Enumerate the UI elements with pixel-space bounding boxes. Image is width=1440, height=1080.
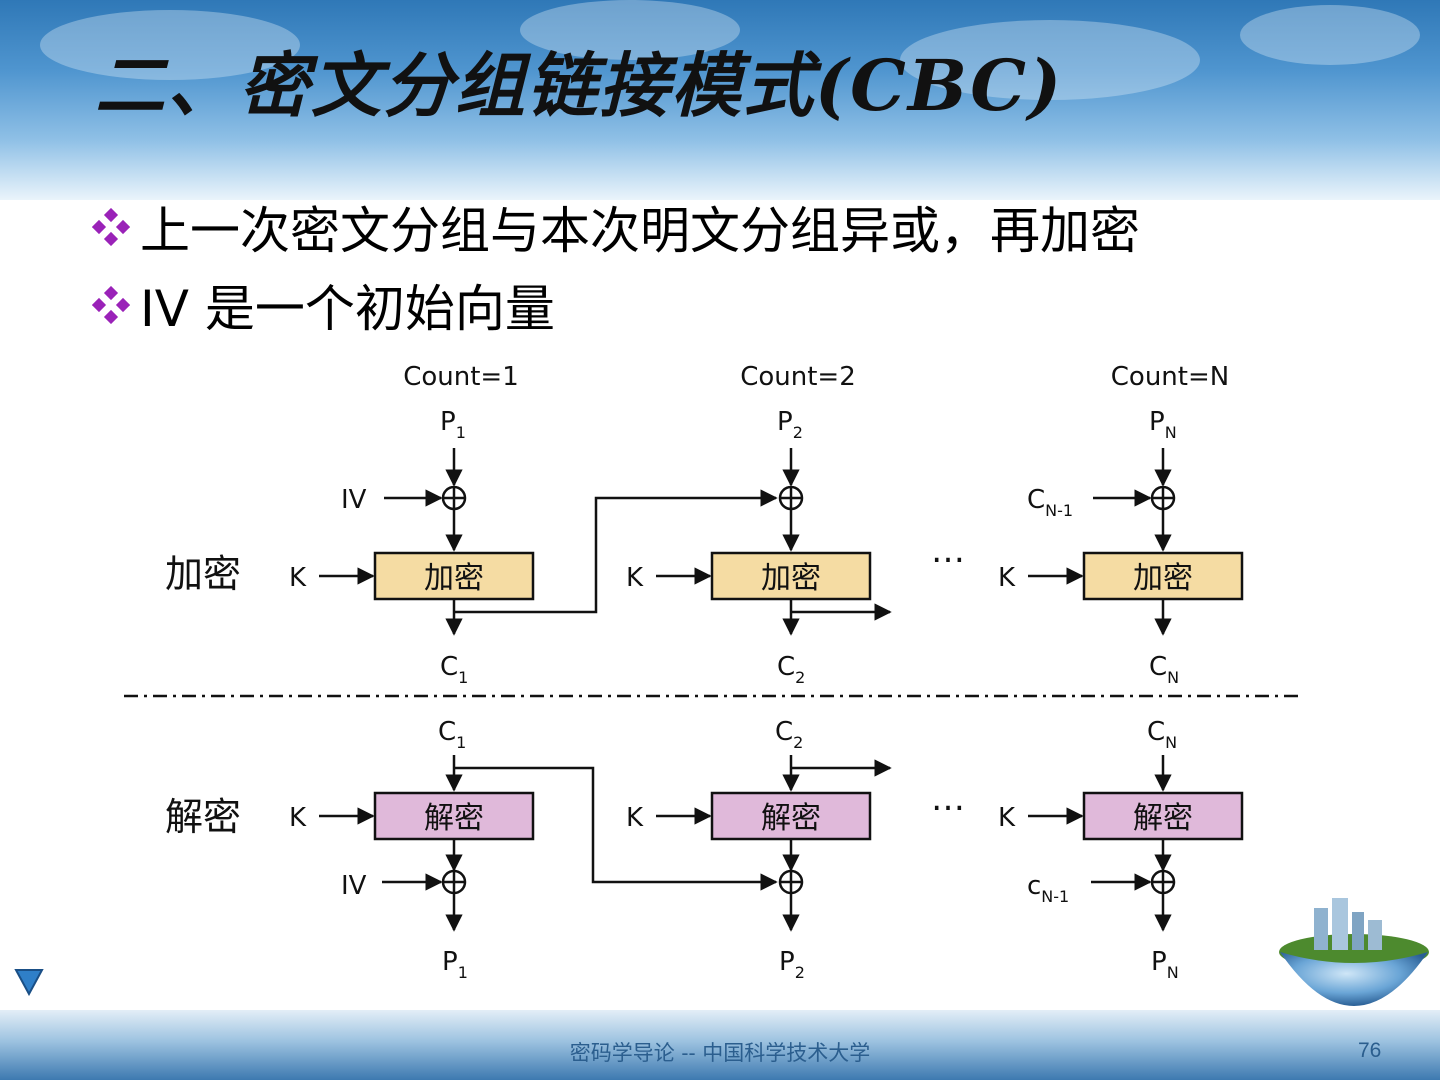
bullet-list: 上一次密文分组与本次明文分组异或，再加密 IV 是一个初始向量 (92, 188, 1140, 344)
key-label: K (626, 563, 644, 593)
key-label: K (289, 803, 307, 833)
encrypt-box-label: 加密 (424, 561, 484, 596)
key-label: K (626, 803, 644, 833)
page-number: 76 (1358, 1039, 1382, 1062)
key-label: K (998, 803, 1016, 833)
decrypt-row-label: 解密 (165, 795, 241, 839)
xor-side-label: IV (341, 485, 367, 515)
decrypt-box (1082, 791, 1244, 841)
decrypt-box-label: 解密 (1133, 801, 1193, 836)
encrypt-box (710, 551, 872, 601)
xor-icon (441, 869, 467, 895)
xor-icon (778, 485, 804, 511)
bullet-text: IV 是一个初始向量 (140, 280, 555, 338)
ciphertext-label: C2 (775, 717, 803, 752)
xor-icon (778, 869, 804, 895)
plaintext-label: P1 (440, 407, 466, 442)
key-label: K (289, 563, 307, 593)
decrypt-box (373, 791, 535, 841)
diamond-bullet-icon (92, 208, 130, 246)
globe-icon (1279, 898, 1429, 1006)
bullet-text: 上一次密文分组与本次明文分组异或，再加密 (140, 202, 1140, 260)
chain-line (454, 766, 778, 891)
xor-side-label: IV (341, 871, 367, 901)
cbc-diagram: 加密解密……Count=1P1加密C1KIVC1解密KP1IVCount=2P2… (124, 362, 1298, 980)
down-triangle-icon[interactable] (14, 968, 44, 996)
plaintext-label: PN (1151, 947, 1179, 980)
plaintext-label: P1 (442, 947, 468, 980)
slide-title: 二、密文分组链接模式(CBC) (95, 44, 1064, 127)
decrypt-box (710, 791, 872, 841)
count-label: Count=1 (403, 362, 519, 392)
encrypt-box-label: 加密 (1133, 561, 1193, 596)
encrypt-row-label: 加密 (165, 552, 241, 596)
footer-text: 密码学导论 -- 中国科学技术大学 (569, 1041, 871, 1065)
plaintext-label: P2 (779, 947, 805, 980)
ellipsis: … (931, 779, 965, 819)
ellipsis: … (931, 531, 965, 571)
xor-icon (441, 485, 467, 511)
plaintext-label: PN (1149, 407, 1177, 442)
xor-icon (1150, 869, 1176, 895)
xor-side-label: cN-1 (1027, 871, 1069, 906)
diamond-bullet-icon (92, 286, 130, 324)
encrypt-box-label: 加密 (761, 561, 821, 596)
ciphertext-label: C1 (438, 717, 466, 752)
encrypt-box (1082, 551, 1244, 601)
decrypt-box-label: 解密 (761, 801, 821, 836)
count-label: Count=N (1111, 362, 1229, 392)
ciphertext-label: CN (1149, 652, 1179, 687)
decrypt-box-label: 解密 (424, 801, 484, 836)
count-label: Count=2 (740, 362, 856, 392)
chain-line (454, 489, 778, 614)
key-label: K (998, 563, 1016, 593)
ciphertext-label: C2 (777, 652, 805, 687)
header-background (0, 0, 1440, 200)
bullet-item: IV 是一个初始向量 (92, 266, 1140, 344)
xor-icon (1150, 485, 1176, 511)
ciphertext-label: CN (1147, 717, 1177, 752)
xor-side-label: CN-1 (1027, 485, 1073, 520)
plaintext-label: P2 (777, 407, 803, 442)
footer-background (0, 1010, 1440, 1080)
bullet-item: 上一次密文分组与本次明文分组异或，再加密 (92, 188, 1140, 266)
ciphertext-label: C1 (440, 652, 468, 687)
